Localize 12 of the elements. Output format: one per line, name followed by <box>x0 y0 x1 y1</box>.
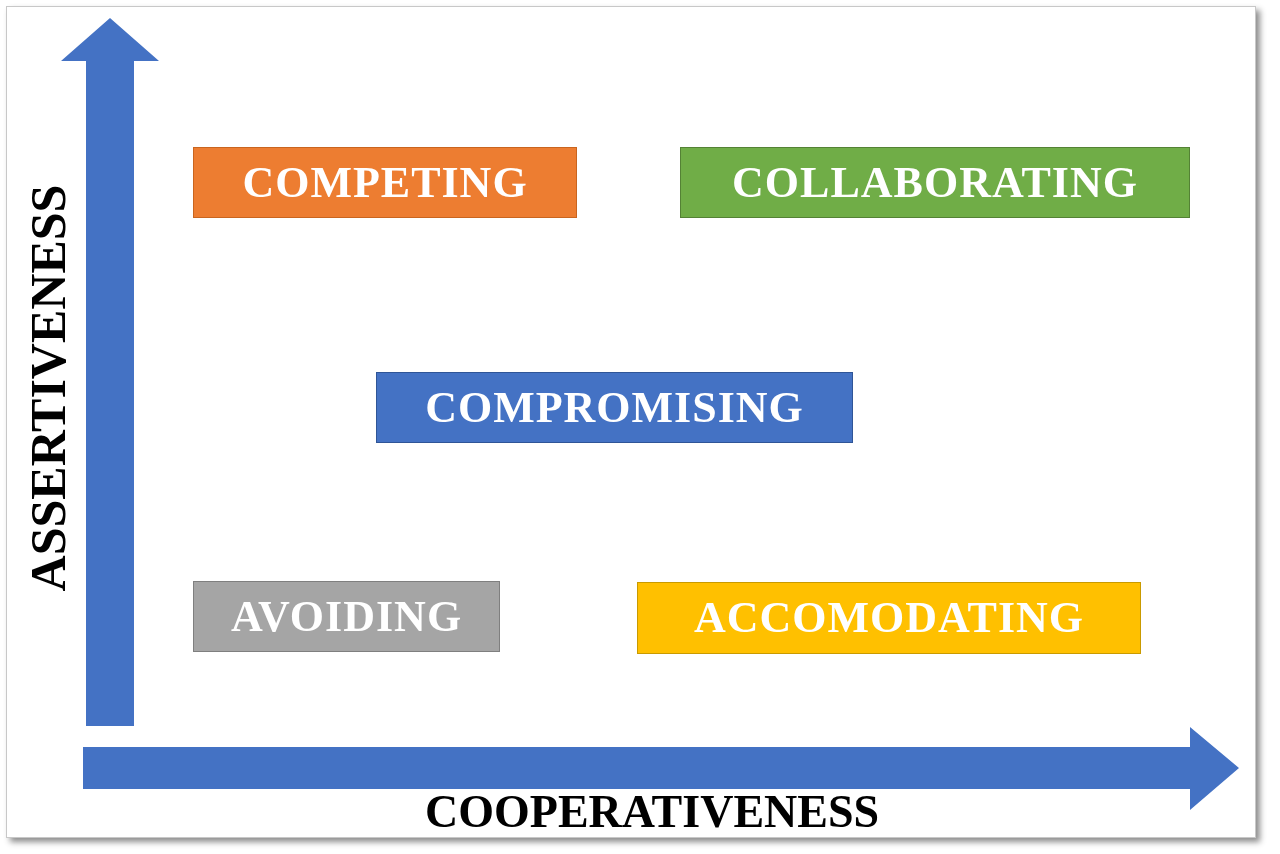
mode-label: AVOIDING <box>230 594 463 639</box>
mode-box <box>193 147 577 218</box>
mode-box <box>376 372 853 443</box>
mode-box <box>193 581 500 652</box>
axis-label: COOPERATIVENESS <box>425 789 880 835</box>
mode-box <box>637 582 1141 654</box>
mode-label: COLLABORATING <box>732 160 1138 205</box>
mode-label: COMPETING <box>242 160 528 205</box>
axis-label: ASSERTIVENESS <box>22 184 73 592</box>
mode-label: COMPROMISING <box>425 385 804 430</box>
mode-box <box>680 147 1190 218</box>
mode-label: ACCOMODATING <box>693 596 1085 640</box>
